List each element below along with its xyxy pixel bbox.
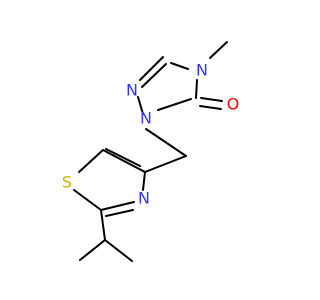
bond-c3-n2 xyxy=(141,63,167,88)
bond-n4-methyl xyxy=(209,41,228,59)
atom-o-label: O xyxy=(227,95,240,114)
bond-c4-c5t-double xyxy=(102,149,146,173)
bond-c3-n4 xyxy=(170,62,189,70)
bond-n1-c5 xyxy=(157,98,192,111)
atom-n2-label: N xyxy=(126,81,138,100)
bond-c5-o xyxy=(200,97,223,102)
bond-ch-me-right xyxy=(104,239,133,262)
bond-ch2-c4 xyxy=(144,155,187,173)
bond-n1-ch2 xyxy=(145,128,187,157)
molecule-canvas: N N N O S N xyxy=(61,41,240,262)
bond-s-c2t xyxy=(73,189,102,211)
atom-n4-label: N xyxy=(196,61,208,80)
bond-c3-n2-double xyxy=(139,56,164,81)
bond-n3t-c2t-double xyxy=(105,209,134,217)
bond-c5-o-double xyxy=(199,105,222,110)
bond-c2t-ch xyxy=(100,209,106,241)
bond-n2-n1 xyxy=(137,96,144,115)
bond-c5t-s xyxy=(78,149,104,173)
bond-c4-n3t xyxy=(142,171,146,191)
bond-ch-me-left xyxy=(79,239,106,261)
atom-s-label: S xyxy=(62,173,72,192)
bond-n3t-c2t xyxy=(100,201,135,211)
atom-n-thiazole-label: N xyxy=(138,189,150,208)
bond-c4-c5t-inner xyxy=(105,148,141,167)
structure-drawing: N N N O S N xyxy=(62,41,240,262)
bond-c5-n4 xyxy=(195,79,198,99)
atom-n1-label: N xyxy=(140,109,152,128)
